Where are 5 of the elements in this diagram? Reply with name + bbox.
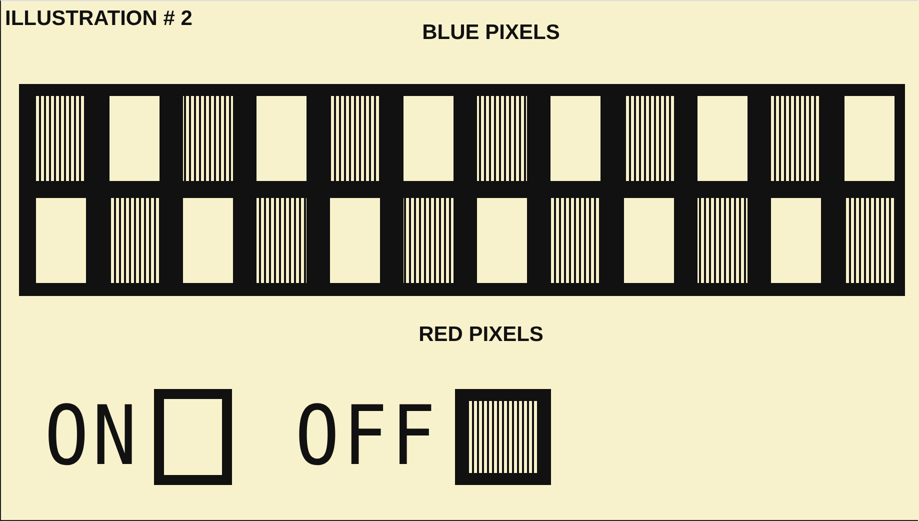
illustration-title: ILLUSTRATION # 2: [5, 7, 192, 31]
legend-text: OFF: [295, 396, 440, 478]
legend-text: ON: [44, 396, 140, 478]
pixel-row-label: BLUE PIXELS: [421, 21, 561, 45]
pixel-row-label: RED PIXELS: [418, 323, 544, 347]
